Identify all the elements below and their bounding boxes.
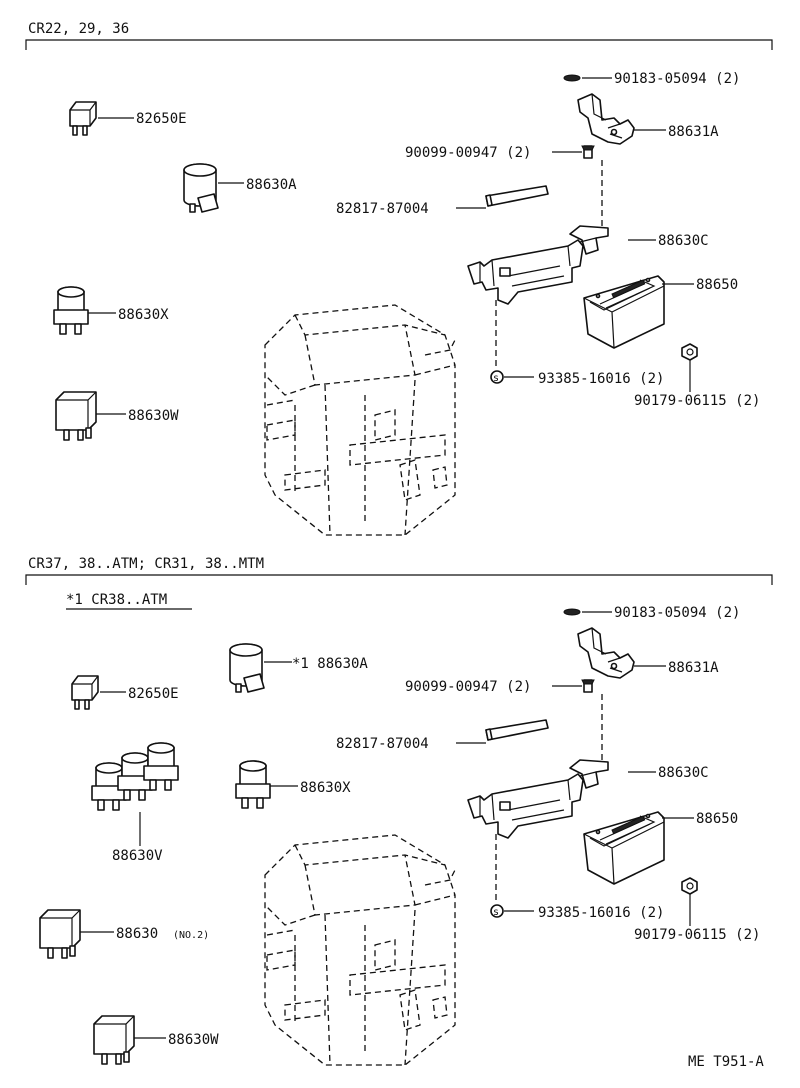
label-88650-2: 88650 — [696, 811, 738, 827]
label-88630A: 88630A — [246, 177, 297, 193]
relay-82650E[interactable]: 82650E — [69, 101, 187, 136]
label-93385-16016: 93385-16016 (2) — [538, 371, 664, 387]
label-90179-06115-2: 90179-06115 (2) — [634, 927, 760, 943]
label-90099-00947-2: 90099-00947 (2) — [405, 679, 531, 695]
diagram-code: ME T951-A — [688, 1054, 764, 1070]
relay-88630V[interactable]: 88630V — [91, 742, 179, 864]
label-88631A: 88631A — [668, 124, 719, 140]
relay-82650E-2[interactable]: 82650E — [71, 675, 179, 710]
screw-90099-00947-2[interactable]: 90099-00947 (2) — [405, 679, 595, 695]
section2-bracket-line — [25, 574, 773, 585]
label-82817-87004-2: 82817-87004 — [336, 736, 429, 752]
label-88630W-2: 88630W — [168, 1032, 219, 1048]
spacer-93385-16016-2[interactable]: s 93385-16016 (2) — [490, 904, 664, 921]
label-88630W: 88630W — [128, 408, 179, 424]
relay-88630A[interactable]: 88630A — [183, 163, 297, 213]
screw-90099-00947[interactable]: 90099-00947 (2) — [405, 145, 595, 161]
label-88650: 88650 — [696, 277, 738, 293]
label-88630X-2: 88630X — [300, 780, 351, 796]
junction-block — [264, 304, 456, 536]
nut-90179-06115-2[interactable]: 90179-06115 (2) — [634, 877, 760, 943]
clip-90183-05094-2[interactable]: 90183-05094 (2) — [563, 605, 740, 621]
spacer-93385-16016[interactable]: s 93385-16016 (2) — [490, 370, 664, 387]
module-88650[interactable]: 88650 — [583, 275, 738, 349]
label-88630A-2: *1 88630A — [292, 656, 368, 672]
relay-88630X-2[interactable]: 88630X — [235, 760, 351, 809]
section2-note: *1 CR38..ATM — [66, 592, 167, 608]
relay-88630-no2[interactable]: 88630 (NO.2) — [39, 909, 209, 959]
label-82650E: 82650E — [136, 111, 187, 127]
part-82817-87004[interactable]: 82817-87004 — [336, 185, 549, 217]
section2: CR37, 38..ATM; CR31, 38..MTM *1 CR38..AT… — [25, 556, 773, 1066]
relay-88630W-2[interactable]: 88630W — [93, 1015, 219, 1065]
svg-text:s: s — [493, 373, 499, 384]
label-88631A-2: 88631A — [668, 660, 719, 676]
label-88630C: 88630C — [658, 233, 709, 249]
label-88630C-2: 88630C — [658, 765, 709, 781]
label-90183-05094-2: 90183-05094 (2) — [614, 605, 740, 621]
section1: CR22, 29, 36 82650E 88630A 88630X 88630W — [25, 21, 773, 536]
label-90099-00947: 90099-00947 (2) — [405, 145, 531, 161]
bracket-88631A[interactable]: 88631A — [577, 93, 719, 145]
nut-90179-06115[interactable]: 90179-06115 (2) — [634, 343, 760, 409]
label-88630-note: (NO.2) — [173, 930, 209, 941]
label-88630V: 88630V — [112, 848, 163, 864]
section1-header: CR22, 29, 36 — [28, 21, 129, 37]
relay-88630W[interactable]: 88630W — [55, 391, 179, 441]
relay-88630X[interactable]: 88630X — [53, 286, 169, 335]
module-88650-2[interactable]: 88650 — [583, 811, 738, 885]
bracket-88630C-2[interactable]: 88630C — [467, 759, 709, 839]
label-90183-05094: 90183-05094 (2) — [614, 71, 740, 87]
label-82650E-2: 82650E — [128, 686, 179, 702]
label-88630: 88630 — [116, 926, 158, 942]
section1-bracket-line — [25, 39, 773, 50]
junction-block-2 — [264, 834, 456, 1066]
clip-90183-05094[interactable]: 90183-05094 (2) — [563, 71, 740, 87]
label-88630X: 88630X — [118, 307, 169, 323]
label-93385-16016-2: 93385-16016 (2) — [538, 905, 664, 921]
bracket-88631A-2[interactable]: 88631A — [577, 627, 719, 679]
part-82817-87004-2[interactable]: 82817-87004 — [336, 719, 549, 752]
relay-88630A-2[interactable]: *1 88630A — [229, 643, 368, 693]
section2-header: CR37, 38..ATM; CR31, 38..MTM — [28, 556, 264, 572]
svg-text:s: s — [493, 907, 499, 918]
label-82817-87004: 82817-87004 — [336, 201, 429, 217]
bracket-88630C[interactable]: 88630C — [467, 225, 709, 305]
label-90179-06115: 90179-06115 (2) — [634, 393, 760, 409]
